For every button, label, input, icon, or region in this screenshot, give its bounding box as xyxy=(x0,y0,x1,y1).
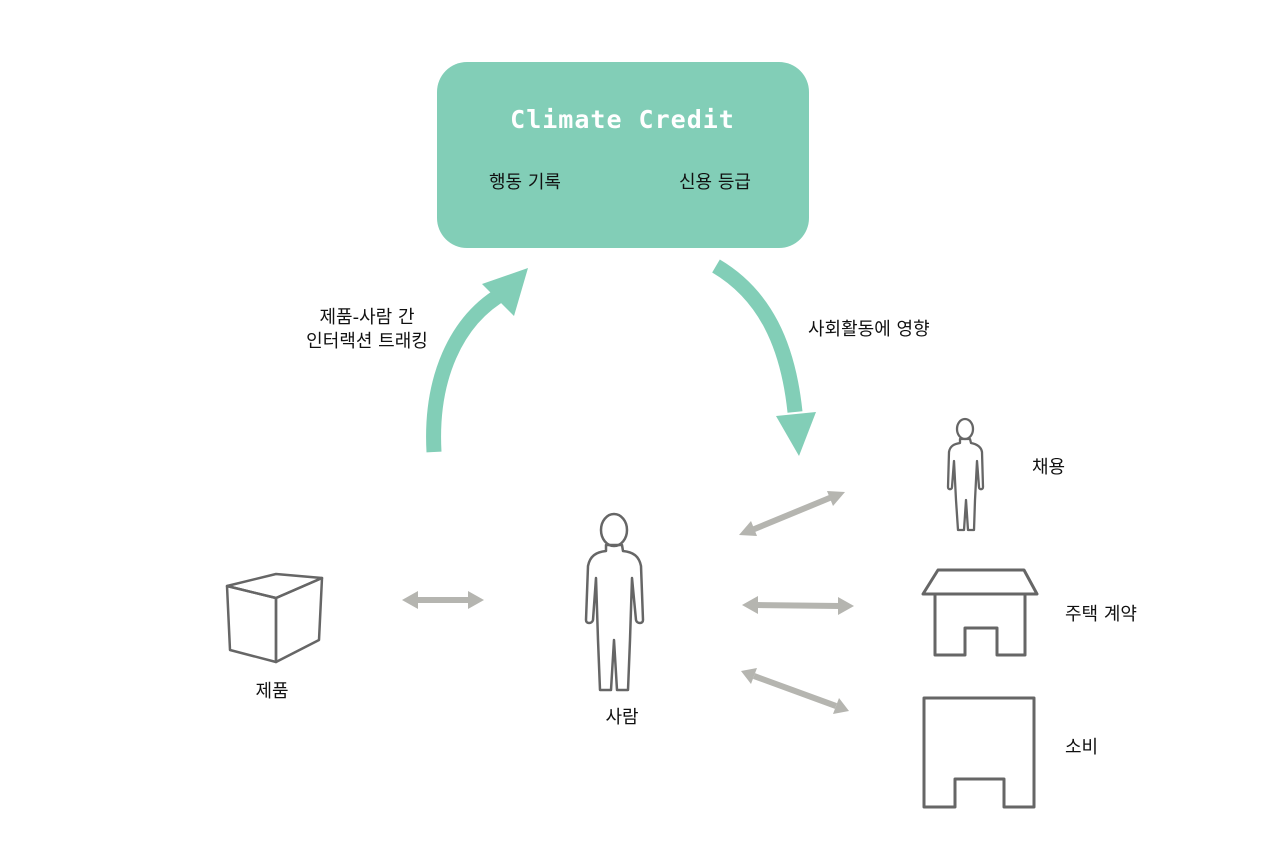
influence-arrow xyxy=(712,259,816,456)
climate-credit-card xyxy=(437,62,809,248)
housing-contract-label: 주택 계약 xyxy=(1065,604,1137,625)
cube-icon xyxy=(225,572,324,664)
behavior-record-label: 행동 기록 xyxy=(489,172,561,193)
tracking-label-line1: 제품-사람 간 xyxy=(319,307,415,328)
product-label: 제품 xyxy=(255,681,289,702)
hiring-label: 채용 xyxy=(1032,457,1066,478)
house-icon xyxy=(921,568,1039,657)
person-house-arrow xyxy=(742,596,854,615)
card-title: Climate Credit xyxy=(510,105,735,134)
tracking-arrow xyxy=(426,268,528,453)
tracking-label-line2: 인터랙션 트래킹 xyxy=(306,331,428,352)
product-person-arrow xyxy=(402,591,484,609)
person-label: 사람 xyxy=(605,707,639,728)
consumption-label: 소비 xyxy=(1065,737,1099,758)
social-influence-label: 사회활동에 영향 xyxy=(808,319,930,340)
small-person-icon xyxy=(946,417,985,532)
person-consumption-arrow xyxy=(741,668,849,714)
person-icon xyxy=(584,512,645,692)
store-icon xyxy=(922,696,1036,809)
credit-rating-label: 신용 등급 xyxy=(679,172,751,193)
person-hiring-arrow xyxy=(739,491,845,536)
